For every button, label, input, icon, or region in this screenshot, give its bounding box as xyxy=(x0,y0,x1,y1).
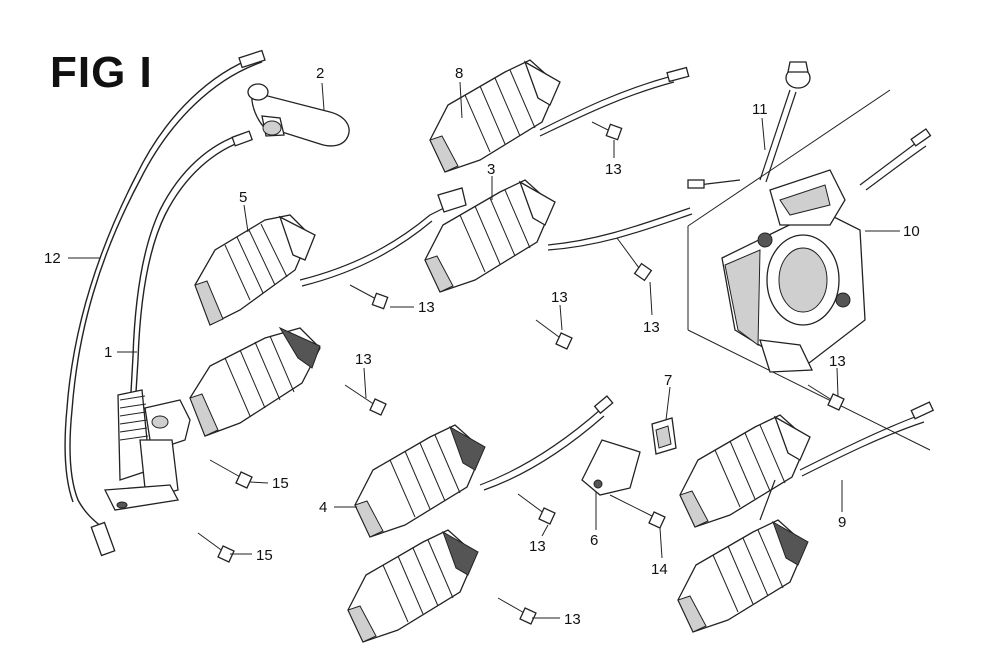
bolt-13-center xyxy=(535,319,573,350)
callout-13: 13 xyxy=(605,161,622,178)
callout-6: 6 xyxy=(590,532,598,549)
callout-1: 1 xyxy=(104,344,112,361)
coil-9-upper xyxy=(679,414,811,528)
coil-8 xyxy=(429,59,561,173)
gasket-7 xyxy=(651,417,677,455)
ht-lead xyxy=(130,130,254,393)
figure-title: FIG I xyxy=(50,48,153,97)
callout-9: 9 xyxy=(838,514,846,531)
base-plate-6 xyxy=(581,439,641,496)
coil-3 xyxy=(424,179,556,293)
callout-13: 13 xyxy=(355,351,372,368)
callout-12: 12 xyxy=(44,250,61,267)
coil-5 xyxy=(194,214,316,326)
bolt-13-stator xyxy=(807,384,845,411)
coil-lower-left xyxy=(189,326,321,437)
bolt-15-upper xyxy=(209,459,253,489)
callout-11: 11 xyxy=(752,101,768,118)
callout-13: 13 xyxy=(564,611,581,628)
callouts: 2 8 13 3 11 10 5 12 13 13 13 1 13 13 7 1… xyxy=(44,65,920,628)
callout-3: 3 xyxy=(487,161,495,178)
coil-lower-center xyxy=(347,529,479,643)
bolt-14 xyxy=(609,494,666,529)
callout-13: 13 xyxy=(643,319,660,336)
bolt-15-lower xyxy=(197,532,235,563)
ignition-coil-assembly xyxy=(103,389,191,511)
callout-8: 8 xyxy=(455,65,463,82)
callout-13: 13 xyxy=(529,538,546,555)
callout-15: 15 xyxy=(256,547,273,564)
callout-13: 13 xyxy=(551,289,568,306)
coil-9-lower xyxy=(677,519,809,633)
bolt-13-top xyxy=(591,121,623,141)
spark-plug-cap xyxy=(247,83,350,147)
callout-4: 4 xyxy=(319,499,327,516)
bolt-13-coil3 xyxy=(616,237,653,282)
callout-13: 13 xyxy=(418,299,435,316)
bolt-13-coil5 xyxy=(349,284,389,310)
callout-13: 13 xyxy=(829,353,846,370)
callout-15: 15 xyxy=(272,475,289,492)
bolt-13-coil4 xyxy=(517,493,556,525)
leader-lines xyxy=(68,81,900,619)
bolt-13-bottom xyxy=(497,597,537,625)
callout-2: 2 xyxy=(316,65,324,82)
callout-10: 10 xyxy=(903,223,920,240)
callout-14: 14 xyxy=(651,561,668,578)
callout-7: 7 xyxy=(664,372,672,389)
ground-cable xyxy=(64,49,266,557)
stator-base-plate xyxy=(687,89,931,451)
bolt-13-left xyxy=(344,384,387,416)
wire-harnesses xyxy=(299,61,935,521)
bolts xyxy=(197,121,845,625)
callout-5: 5 xyxy=(239,189,247,206)
coil-4 xyxy=(354,424,486,538)
